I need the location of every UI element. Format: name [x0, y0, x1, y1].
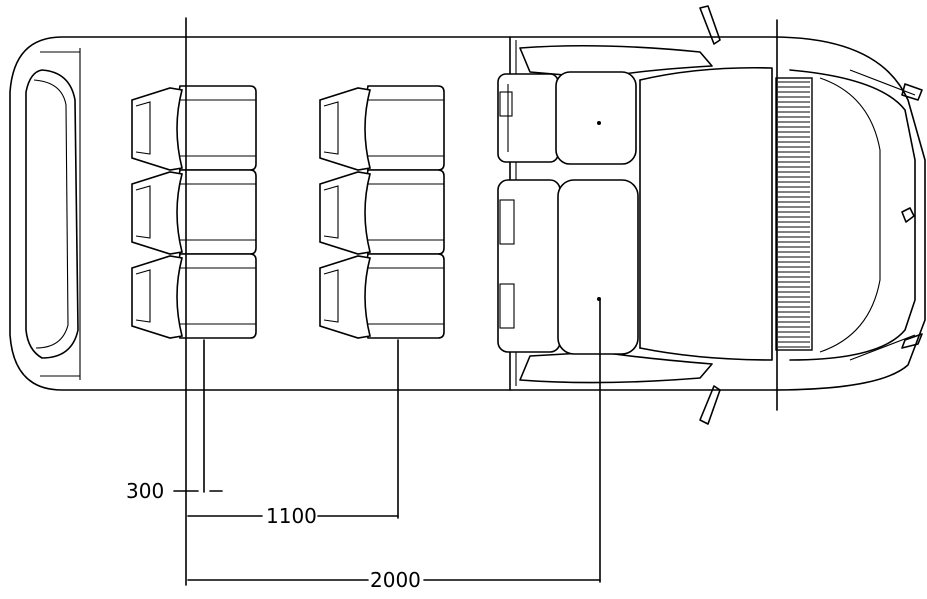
- reference-lines: [185, 17, 778, 586]
- seat-reference-point: [597, 121, 601, 125]
- passenger-seat: [319, 169, 445, 255]
- passenger-seat: [319, 85, 445, 171]
- passenger-seat: [131, 253, 257, 339]
- dimension-2000: 2000: [187, 568, 601, 592]
- dimension-label: 2000: [370, 568, 421, 592]
- dimension-label: 1100: [266, 504, 317, 528]
- passenger-bench: [497, 179, 639, 355]
- rear-seats: [131, 85, 445, 339]
- passenger-seat: [131, 169, 257, 255]
- driver-seat: [497, 71, 637, 165]
- passenger-seat: [319, 253, 445, 339]
- dimension-label: 300: [126, 479, 164, 503]
- passenger-seat: [131, 85, 257, 171]
- dimension-300: 300: [126, 479, 223, 503]
- dimension-1100: 1100: [187, 504, 399, 528]
- front-seats: [497, 71, 639, 355]
